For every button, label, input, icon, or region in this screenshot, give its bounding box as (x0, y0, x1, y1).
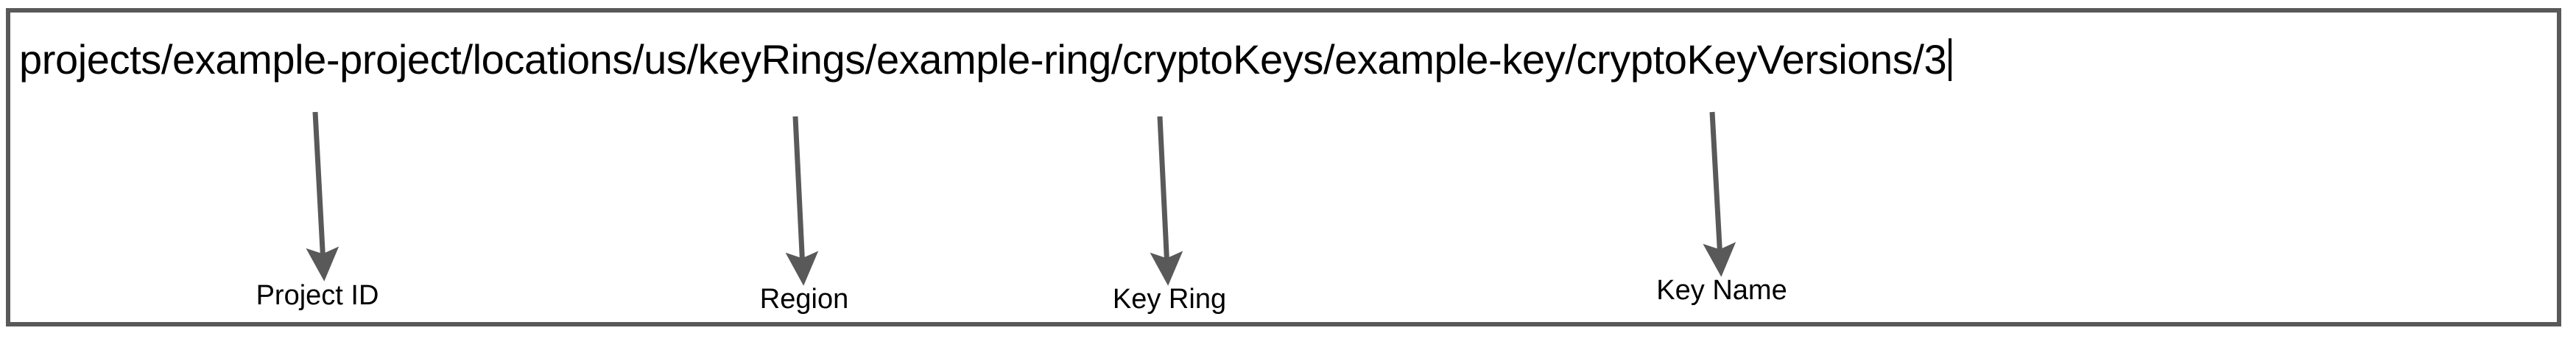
annotation-label: Region (759, 284, 849, 315)
text-caret (1949, 38, 1952, 81)
annotation-label: Project ID (256, 280, 379, 311)
annotation-label: Key Name (1656, 275, 1787, 306)
resource-path-line: projects/example-project/locations/us/ke… (19, 33, 1952, 86)
diagram-frame (6, 8, 2561, 326)
annotation-label: Key Ring (1112, 284, 1227, 315)
resource-path-text: projects/example-project/locations/us/ke… (19, 36, 1947, 83)
